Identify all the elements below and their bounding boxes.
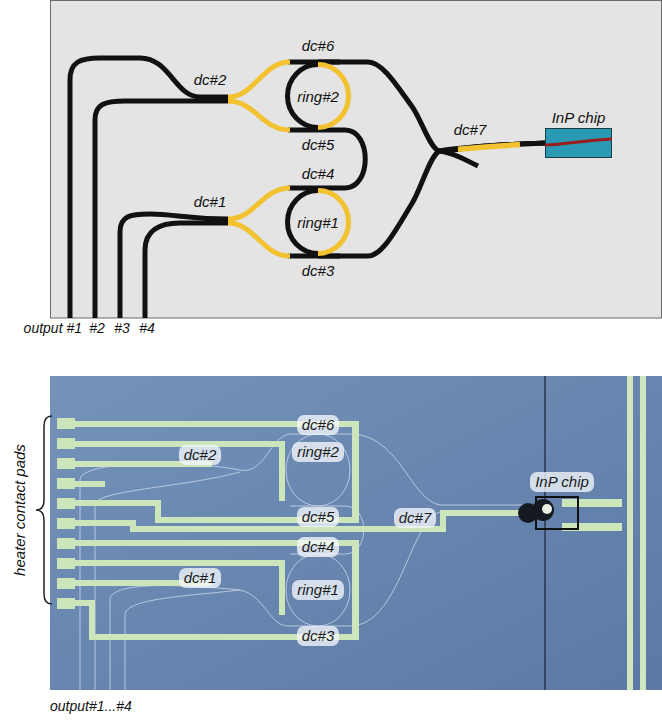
- heater-waveguide: [458, 145, 520, 150]
- chip-edge: [544, 376, 546, 690]
- micrograph: [50, 376, 662, 690]
- ring-label: ring#1: [297, 214, 339, 231]
- chip-body: [545, 128, 612, 158]
- chip-panel: [51, 1, 662, 319]
- heater-waveguide: [228, 188, 290, 219]
- waveguide: [120, 214, 228, 318]
- ring-label: ring#1: [292, 580, 344, 599]
- waveguide-trace: [110, 512, 440, 690]
- metal-trace: [279, 441, 285, 501]
- output-label: #3: [114, 320, 130, 336]
- metal-trace: [75, 481, 105, 487]
- coupler-label: dc#1: [194, 193, 227, 210]
- metal-trace: [279, 560, 285, 615]
- bus-waveguide: [318, 143, 545, 256]
- contact-pad: [57, 418, 75, 429]
- output-label: output #1: [24, 320, 82, 336]
- heater-sections: [228, 62, 290, 256]
- coupler-label: dc#2: [194, 71, 227, 88]
- metal-trace: [75, 520, 136, 526]
- waveguide: [145, 223, 228, 318]
- coupler-label: dc#6: [302, 37, 335, 54]
- metal-trace: [440, 510, 530, 516]
- gain-waveguide: [545, 139, 612, 145]
- chip-label: InP chip: [545, 108, 612, 128]
- contact-pad: [57, 478, 75, 489]
- chip-highlight: [542, 504, 552, 514]
- ring-trace: [286, 554, 350, 626]
- coupler-label: dc#7: [454, 121, 487, 138]
- metal-trace: [75, 560, 285, 566]
- waveguide: [95, 101, 228, 318]
- chip-label: InP chip: [530, 472, 594, 491]
- contact-pad: [57, 598, 75, 609]
- ring-trace: [286, 434, 350, 506]
- coupler-waveguide: [288, 130, 365, 188]
- waveguide: [70, 58, 228, 318]
- contact-pad: [57, 558, 75, 569]
- contact-pad: [57, 498, 75, 509]
- ring-resonator: ring#2: [285, 62, 351, 130]
- inp-chip: InP chip: [545, 108, 612, 158]
- contact-pad: [57, 458, 75, 469]
- bracket: [36, 416, 52, 604]
- coupler-label: dc#7: [394, 508, 437, 527]
- ring-resonator: ring#1: [285, 188, 351, 256]
- heater-traces: [57, 418, 622, 640]
- coupler-label: dc#3: [297, 626, 340, 645]
- output-label: #4: [139, 320, 155, 336]
- metal-trace: [352, 540, 359, 640]
- solder-blob: [532, 499, 554, 521]
- chip-waveguide-layer: [545, 128, 612, 158]
- contact-pad: [57, 518, 75, 529]
- metal-trace: [75, 500, 161, 506]
- contact-pad: [57, 538, 75, 549]
- coupler-label: dc#1: [179, 568, 222, 587]
- ring-label: ring#2: [292, 442, 344, 461]
- bus-waveguide: [318, 62, 545, 151]
- coupler-label: dc#4: [302, 165, 335, 182]
- metal-trace: [352, 421, 359, 523]
- output-label: output#1...#4: [50, 698, 132, 714]
- contact-pad: [57, 438, 75, 449]
- coupler-label: dc#2: [179, 445, 222, 464]
- ring-label: ring#2: [297, 88, 339, 105]
- output-label: #2: [89, 320, 105, 336]
- coupler-label: dc#4: [297, 537, 340, 556]
- metal-bar: [627, 376, 633, 690]
- coupler-label: dc#5: [302, 136, 335, 153]
- heater-waveguide: [228, 101, 290, 130]
- heater-waveguide: [228, 62, 290, 97]
- bracket-label: heater contact pads: [11, 444, 28, 576]
- coupler-label: dc#5: [297, 507, 340, 526]
- chip-pad: [562, 499, 622, 507]
- heater-waveguide: [228, 223, 290, 256]
- metal-bar: [640, 376, 646, 690]
- coupler-label: dc#6: [297, 415, 340, 434]
- coupler-label: dc#3: [302, 262, 335, 279]
- metal-trace: [75, 441, 285, 447]
- contact-pad: [57, 578, 75, 589]
